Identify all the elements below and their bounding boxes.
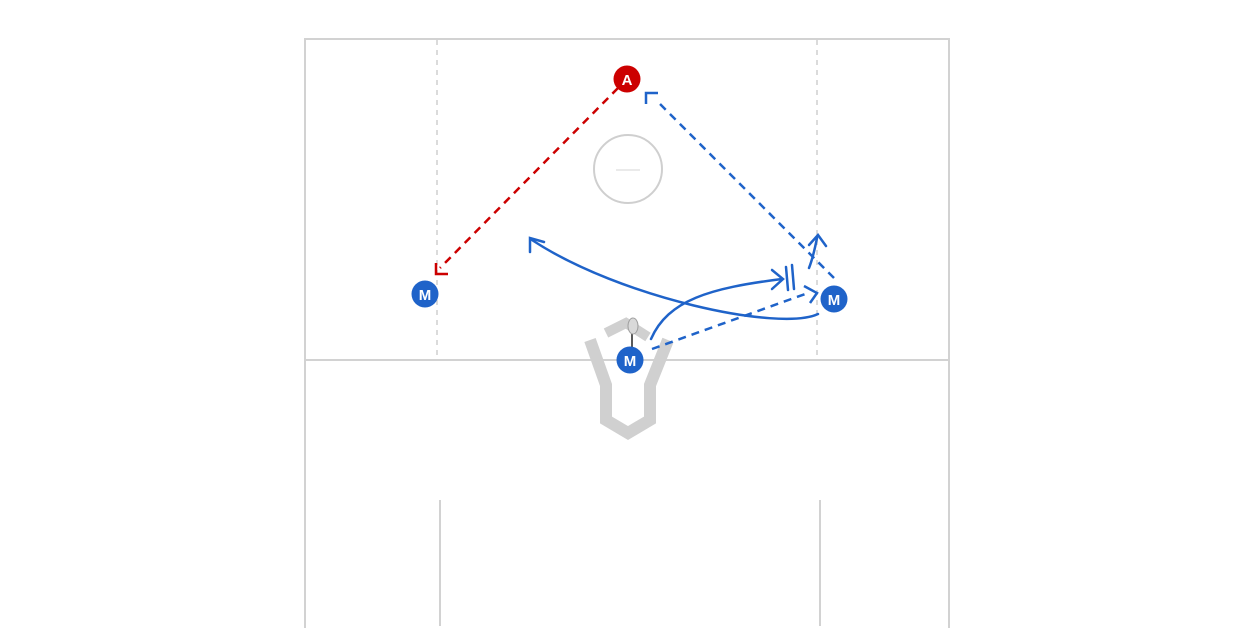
player-attacker[interactable]: A	[613, 65, 641, 93]
player-left-midfielder[interactable]: M	[411, 280, 439, 308]
player-marker	[613, 65, 641, 93]
field-lines	[304, 38, 950, 628]
pop-line	[807, 236, 819, 270]
dodge-curve	[649, 277, 784, 341]
right-mid-pop	[807, 233, 828, 270]
lacrosse-stick	[627, 317, 639, 357]
attacker-cut-end-icon	[434, 263, 448, 276]
player-center-midfielder[interactable]: M	[616, 346, 644, 374]
dodge-route	[649, 263, 796, 341]
pick-mark-2	[790, 263, 796, 291]
player-label: M	[828, 292, 841, 309]
dodge-arrow-icon	[770, 268, 785, 291]
right-mid-run	[528, 236, 820, 321]
pop-arrow-icon	[807, 233, 828, 248]
player-label: M	[419, 287, 432, 304]
run-curve	[530, 238, 820, 321]
player-marker	[411, 280, 439, 308]
faceoff-shape	[584, 337, 674, 440]
field-boundary	[304, 38, 950, 628]
pass-arrow-icon	[803, 284, 819, 304]
player-label: M	[624, 353, 637, 370]
dashed-guides	[436, 40, 818, 356]
pass-route	[651, 284, 819, 351]
player-right-midfielder[interactable]: M	[820, 285, 848, 313]
player-marker	[616, 346, 644, 374]
player-marker	[820, 285, 848, 313]
player-label: A	[622, 72, 633, 89]
stick-head-icon	[627, 317, 639, 335]
right-mid-route	[644, 91, 835, 279]
attacker-cut-line	[439, 87, 619, 269]
crease-circle	[593, 134, 663, 204]
attacker-route	[434, 87, 619, 276]
right-mid-cut-end-icon	[644, 91, 658, 104]
goal-crease	[593, 134, 663, 204]
faceoff-top-mark	[603, 317, 651, 342]
run-arrow-icon	[528, 236, 546, 254]
right-mid-cut-line	[656, 100, 835, 279]
pick-mark-1	[784, 265, 790, 292]
